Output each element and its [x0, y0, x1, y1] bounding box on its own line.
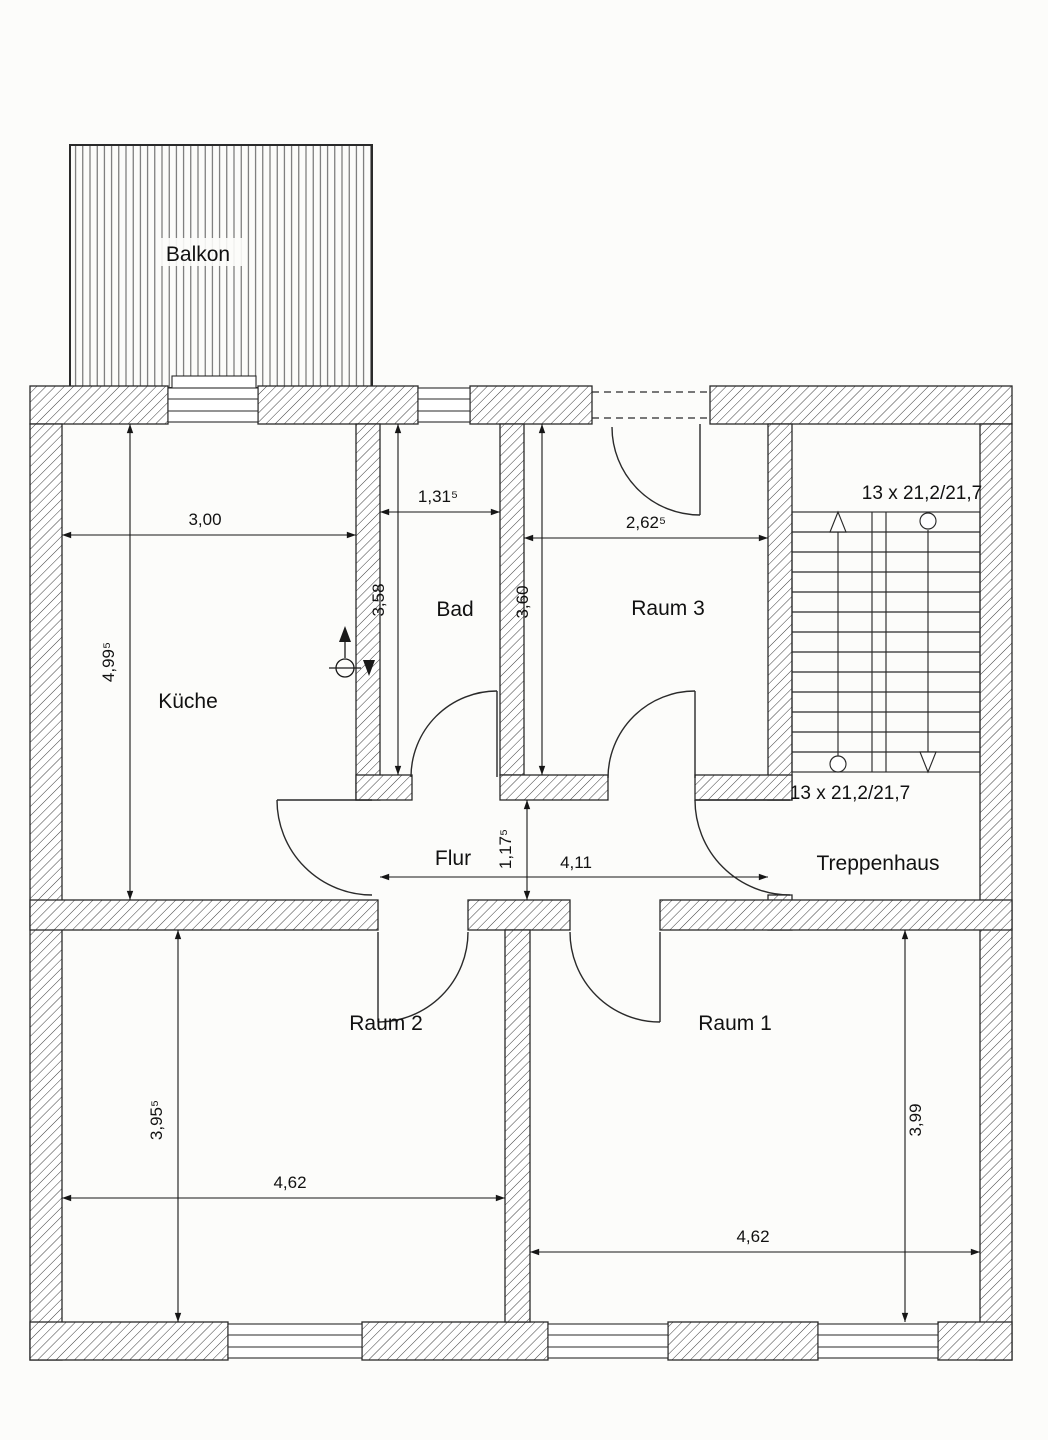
wall-outer-top-2 — [257, 385, 419, 425]
window-top-bad — [417, 387, 471, 423]
dim-raum2-height-text: 3,95⁵ — [147, 1100, 166, 1140]
dim-raum1-height-text: 3,99 — [906, 1103, 925, 1136]
wall-outer-left — [29, 423, 63, 1361]
stair-walkline-down — [919, 512, 937, 774]
dim-bad-height-text: 3,58 — [369, 583, 388, 616]
wall-outer-top-3 — [469, 385, 593, 425]
wall-raum2-raum1 — [504, 929, 531, 1323]
wall-kueche-bad — [355, 423, 381, 801]
wall-outer-bottom-2 — [361, 1321, 549, 1361]
wall-middle-3 — [659, 899, 1013, 931]
wall-outer-bottom-4 — [937, 1321, 1013, 1361]
wall-outer-bottom-1 — [29, 1321, 229, 1361]
wall-middle-1 — [29, 899, 379, 931]
window-bottom-raum1-left — [547, 1323, 669, 1359]
dimensions: 3,00 4,99⁵ 1,31⁵ 3,58 2,62⁵ 3,60 4,11 1 — [62, 424, 980, 1322]
kueche-label: Küche — [158, 690, 218, 713]
stair-up-arrow — [829, 510, 847, 533]
dim-raum2-width-text: 4,62 — [273, 1173, 306, 1192]
room-labels: Balkon Küche Bad Raum 3 Flur Treppenhaus… — [158, 243, 939, 1035]
raum3-label: Raum 3 — [631, 597, 705, 620]
wall-raum3-treppenhaus — [767, 423, 793, 801]
dim-raum2-width: 4,62 — [62, 1173, 505, 1202]
stair-upper-label: 13 x 21,2/21,7 — [862, 483, 982, 504]
dim-raum3-width: 2,62⁵ — [524, 513, 768, 542]
door-raum3-top — [611, 424, 701, 516]
wall-flur-top-1 — [355, 774, 413, 801]
interior-walls — [29, 423, 1013, 1323]
wall-flur-top-2 — [499, 774, 609, 801]
opening-top-raum3-dashed — [592, 387, 710, 423]
balcony — [69, 144, 373, 391]
door-raum2 — [377, 931, 469, 1023]
dim-raum3-height-text: 3,60 — [513, 585, 532, 618]
raum1-label: Raum 1 — [698, 1012, 772, 1035]
dim-flur-height: 1,17⁵ — [496, 800, 531, 900]
door-raum3-flur — [607, 690, 696, 779]
balkon-label: Balkon — [166, 243, 230, 266]
balcony-label-backing — [156, 238, 244, 266]
stair-down-arrow — [919, 751, 937, 774]
dim-raum3-width-text: 2,62⁵ — [626, 513, 666, 532]
wall-bad-raum3 — [499, 423, 525, 776]
door-bad — [410, 690, 498, 778]
dim-flur-width: 4,11 — [380, 853, 768, 881]
doors — [276, 424, 791, 1023]
dim-flur-height-text: 1,17⁵ — [496, 829, 515, 869]
dim-kueche-width: 3,00 — [62, 510, 356, 539]
dim-raum3-height: 3,60 — [513, 424, 546, 775]
outer-walls — [29, 385, 1013, 1361]
windows — [167, 387, 939, 1359]
flur-label: Flur — [435, 847, 471, 870]
wall-flur-top-3 — [694, 774, 793, 801]
dim-kueche-height: 4,99⁵ — [99, 424, 134, 900]
dim-bad-width-text: 1,31⁵ — [418, 487, 458, 506]
utility-up-arrow — [339, 626, 351, 642]
dim-kueche-width-text: 3,00 — [188, 510, 221, 529]
dim-raum1-width-text: 4,62 — [736, 1227, 769, 1246]
door-raum1 — [569, 931, 661, 1023]
wall-outer-right — [979, 423, 1013, 1361]
dim-raum1-height: 3,99 — [901, 930, 925, 1322]
dim-raum2-height: 3,95⁵ — [147, 930, 182, 1322]
wall-middle-2 — [467, 899, 571, 931]
treppenhaus-label: Treppenhaus — [817, 852, 940, 875]
wall-outer-bottom-3 — [667, 1321, 819, 1361]
raum2-label: Raum 2 — [349, 1012, 423, 1035]
utility-down-arrow — [363, 660, 375, 676]
window-bottom-raum1-right — [817, 1323, 939, 1359]
door-treppenhaus — [694, 799, 791, 896]
staircase — [791, 510, 981, 774]
utility-marker — [329, 626, 375, 678]
bad-label: Bad — [436, 598, 473, 621]
wall-outer-top-1 — [29, 385, 169, 425]
stair-walkline-top-circle — [919, 512, 937, 530]
dim-kueche-height-text: 4,99⁵ — [99, 642, 118, 682]
door-kueche — [276, 799, 373, 896]
wall-outer-top-4 — [709, 385, 1013, 425]
window-top-balcony — [167, 387, 259, 423]
dim-flur-width-text: 4,11 — [560, 853, 592, 872]
window-bottom-raum2 — [227, 1323, 363, 1359]
stair-walkline-up — [829, 510, 847, 773]
stair-lower-label: 13 x 21,2/21,7 — [790, 783, 910, 804]
dim-bad-height: 3,58 — [369, 424, 402, 775]
stair-walkline-start-circle — [829, 755, 847, 773]
stair-labels: 13 x 21,2/21,7 13 x 21,2/21,7 — [790, 483, 982, 804]
balcony-deck — [69, 144, 373, 389]
